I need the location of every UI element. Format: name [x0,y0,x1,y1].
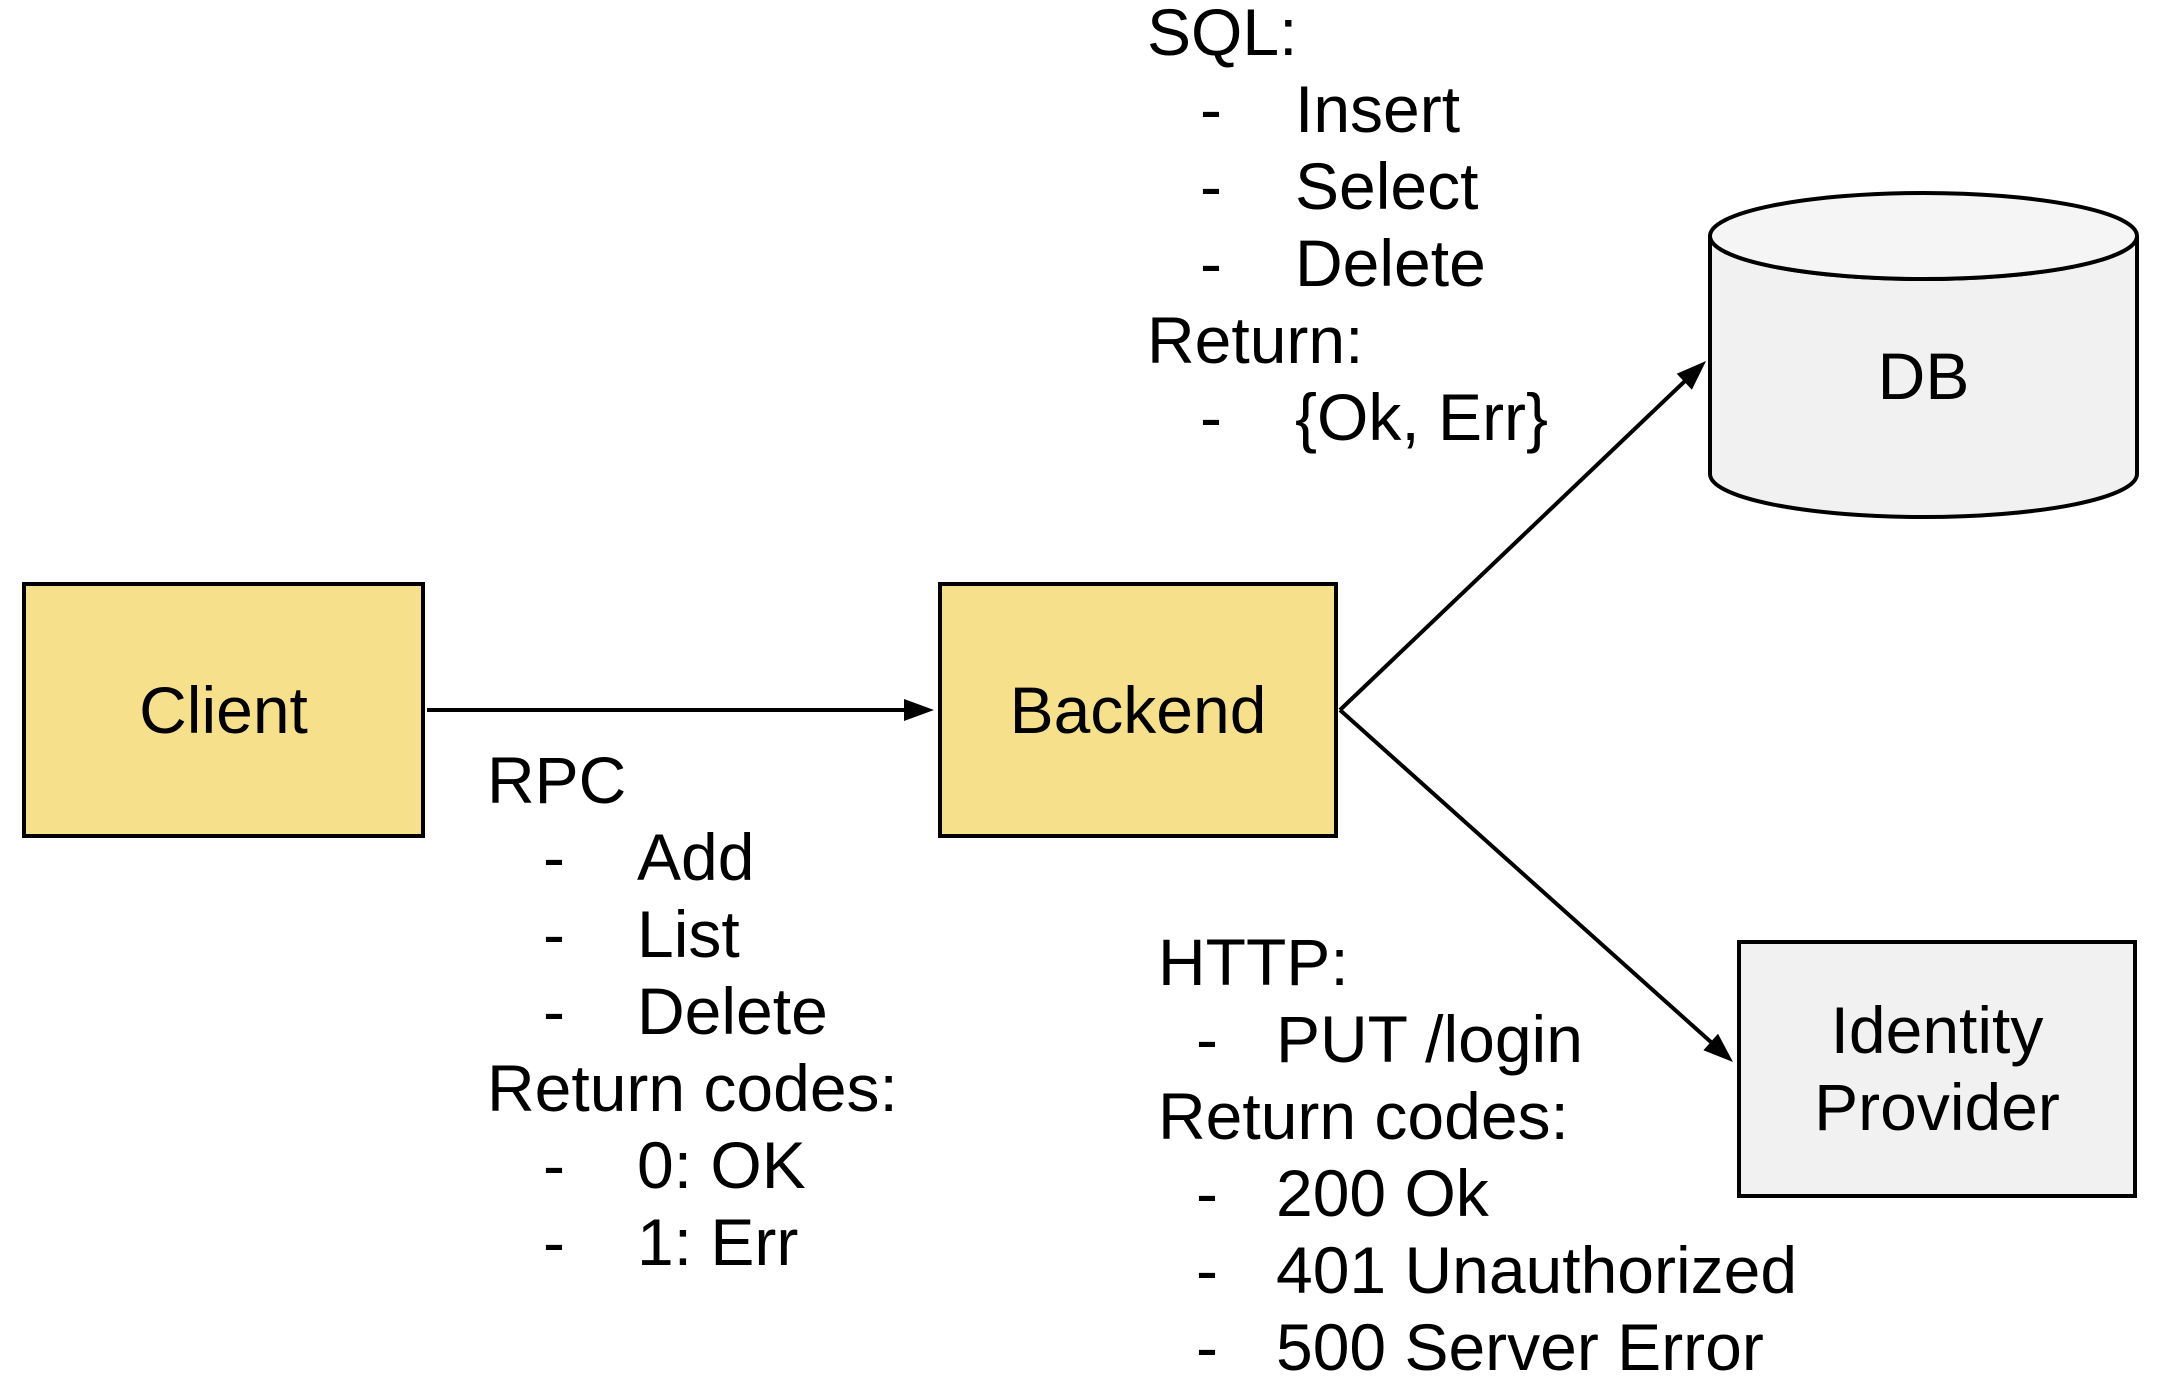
http-return-title: Return codes: [1158,1079,1569,1153]
rpc-item: -List [487,896,898,973]
sql-item: -Select [1147,148,1548,225]
db-cylinder-top [1708,191,2139,281]
arrowhead-icon [1676,361,1706,390]
node-identity-provider: Identity Provider [1737,940,2137,1198]
arrow-backend-to-db [1338,361,1706,712]
bullet-dash: - [1196,1156,1218,1230]
http-return-401: 401 Unauthorized [1276,1233,1798,1307]
http-return-item: -401 Unauthorized [1158,1232,1797,1309]
rpc-title: RPC [487,743,627,817]
http-return-item: -200 Ok [1158,1155,1797,1232]
arrow-client-to-backend [427,699,934,721]
arrow-backend-to-identity-provider [1338,708,1733,1062]
rpc-item-delete: Delete [637,974,828,1048]
sql-item-insert: Insert [1295,72,1461,146]
bullet-dash: - [543,897,565,971]
node-backend-label: Backend [1009,672,1267,747]
rpc-return-err: 1: Err [637,1205,799,1279]
rpc-item: -Add [487,819,898,896]
http-item-put-login: PUT /login [1276,1002,1583,1076]
sql-item-select: Select [1295,149,1479,223]
node-db-label: DB [1877,339,1970,413]
bullet-dash: - [543,974,565,1048]
rpc-return-item: -0: OK [487,1127,898,1204]
sql-item: -Delete [1147,225,1548,302]
node-client-label: Client [139,672,308,747]
http-return-item: -500 Server Error [1158,1309,1797,1386]
sql-return-item: -{Ok, Err} [1147,379,1548,456]
sql-item-delete: Delete [1295,226,1486,300]
rpc-item-add: Add [637,820,755,894]
http-title: HTTP: [1158,925,1349,999]
sql-title: SQL: [1147,0,1298,69]
arrowhead-icon [1703,1033,1733,1062]
bullet-dash: - [543,1205,565,1279]
bullet-dash: - [1200,226,1222,300]
bullet-dash: - [1200,72,1222,146]
rpc-item-list: List [637,897,740,971]
rpc-return-item: -1: Err [487,1204,898,1281]
sql-return-title: Return: [1147,303,1364,377]
provider-line: Provider [1814,1070,2060,1144]
rpc-return-title: Return codes: [487,1051,898,1125]
rpc-item: -Delete [487,973,898,1050]
http-item: -PUT /login [1158,1001,1797,1078]
bullet-dash: - [543,820,565,894]
bullet-dash: - [1200,149,1222,223]
bullet-dash: - [1196,1233,1218,1307]
bullet-dash: - [1200,380,1222,454]
bullet-dash: - [543,1128,565,1202]
bullet-dash: - [1196,1002,1218,1076]
http-annotation: HTTP: -PUT /login Return codes: -200 Ok … [1158,924,1797,1386]
identity-line: Identity [1830,993,2044,1067]
node-backend: Backend [938,582,1338,838]
node-client: Client [22,582,425,838]
http-return-200: 200 Ok [1276,1156,1489,1230]
arrowhead-icon [904,699,934,721]
arrow-line [1338,378,1688,712]
sql-item: -Insert [1147,71,1548,148]
sql-annotation: SQL: -Insert -Select -Delete Return: -{O… [1147,0,1548,456]
http-return-500: 500 Server Error [1276,1310,1764,1384]
db-cylinder-shape [1708,191,2139,519]
rpc-annotation: RPC -Add -List -Delete Return codes: -0:… [487,742,898,1281]
arrow-line [1338,708,1714,1045]
bullet-dash: - [1196,1310,1218,1384]
rpc-return-ok: 0: OK [637,1128,806,1202]
node-identity-provider-label: Identity Provider [1814,992,2060,1146]
sql-return-ok-err: {Ok, Err} [1295,380,1549,454]
